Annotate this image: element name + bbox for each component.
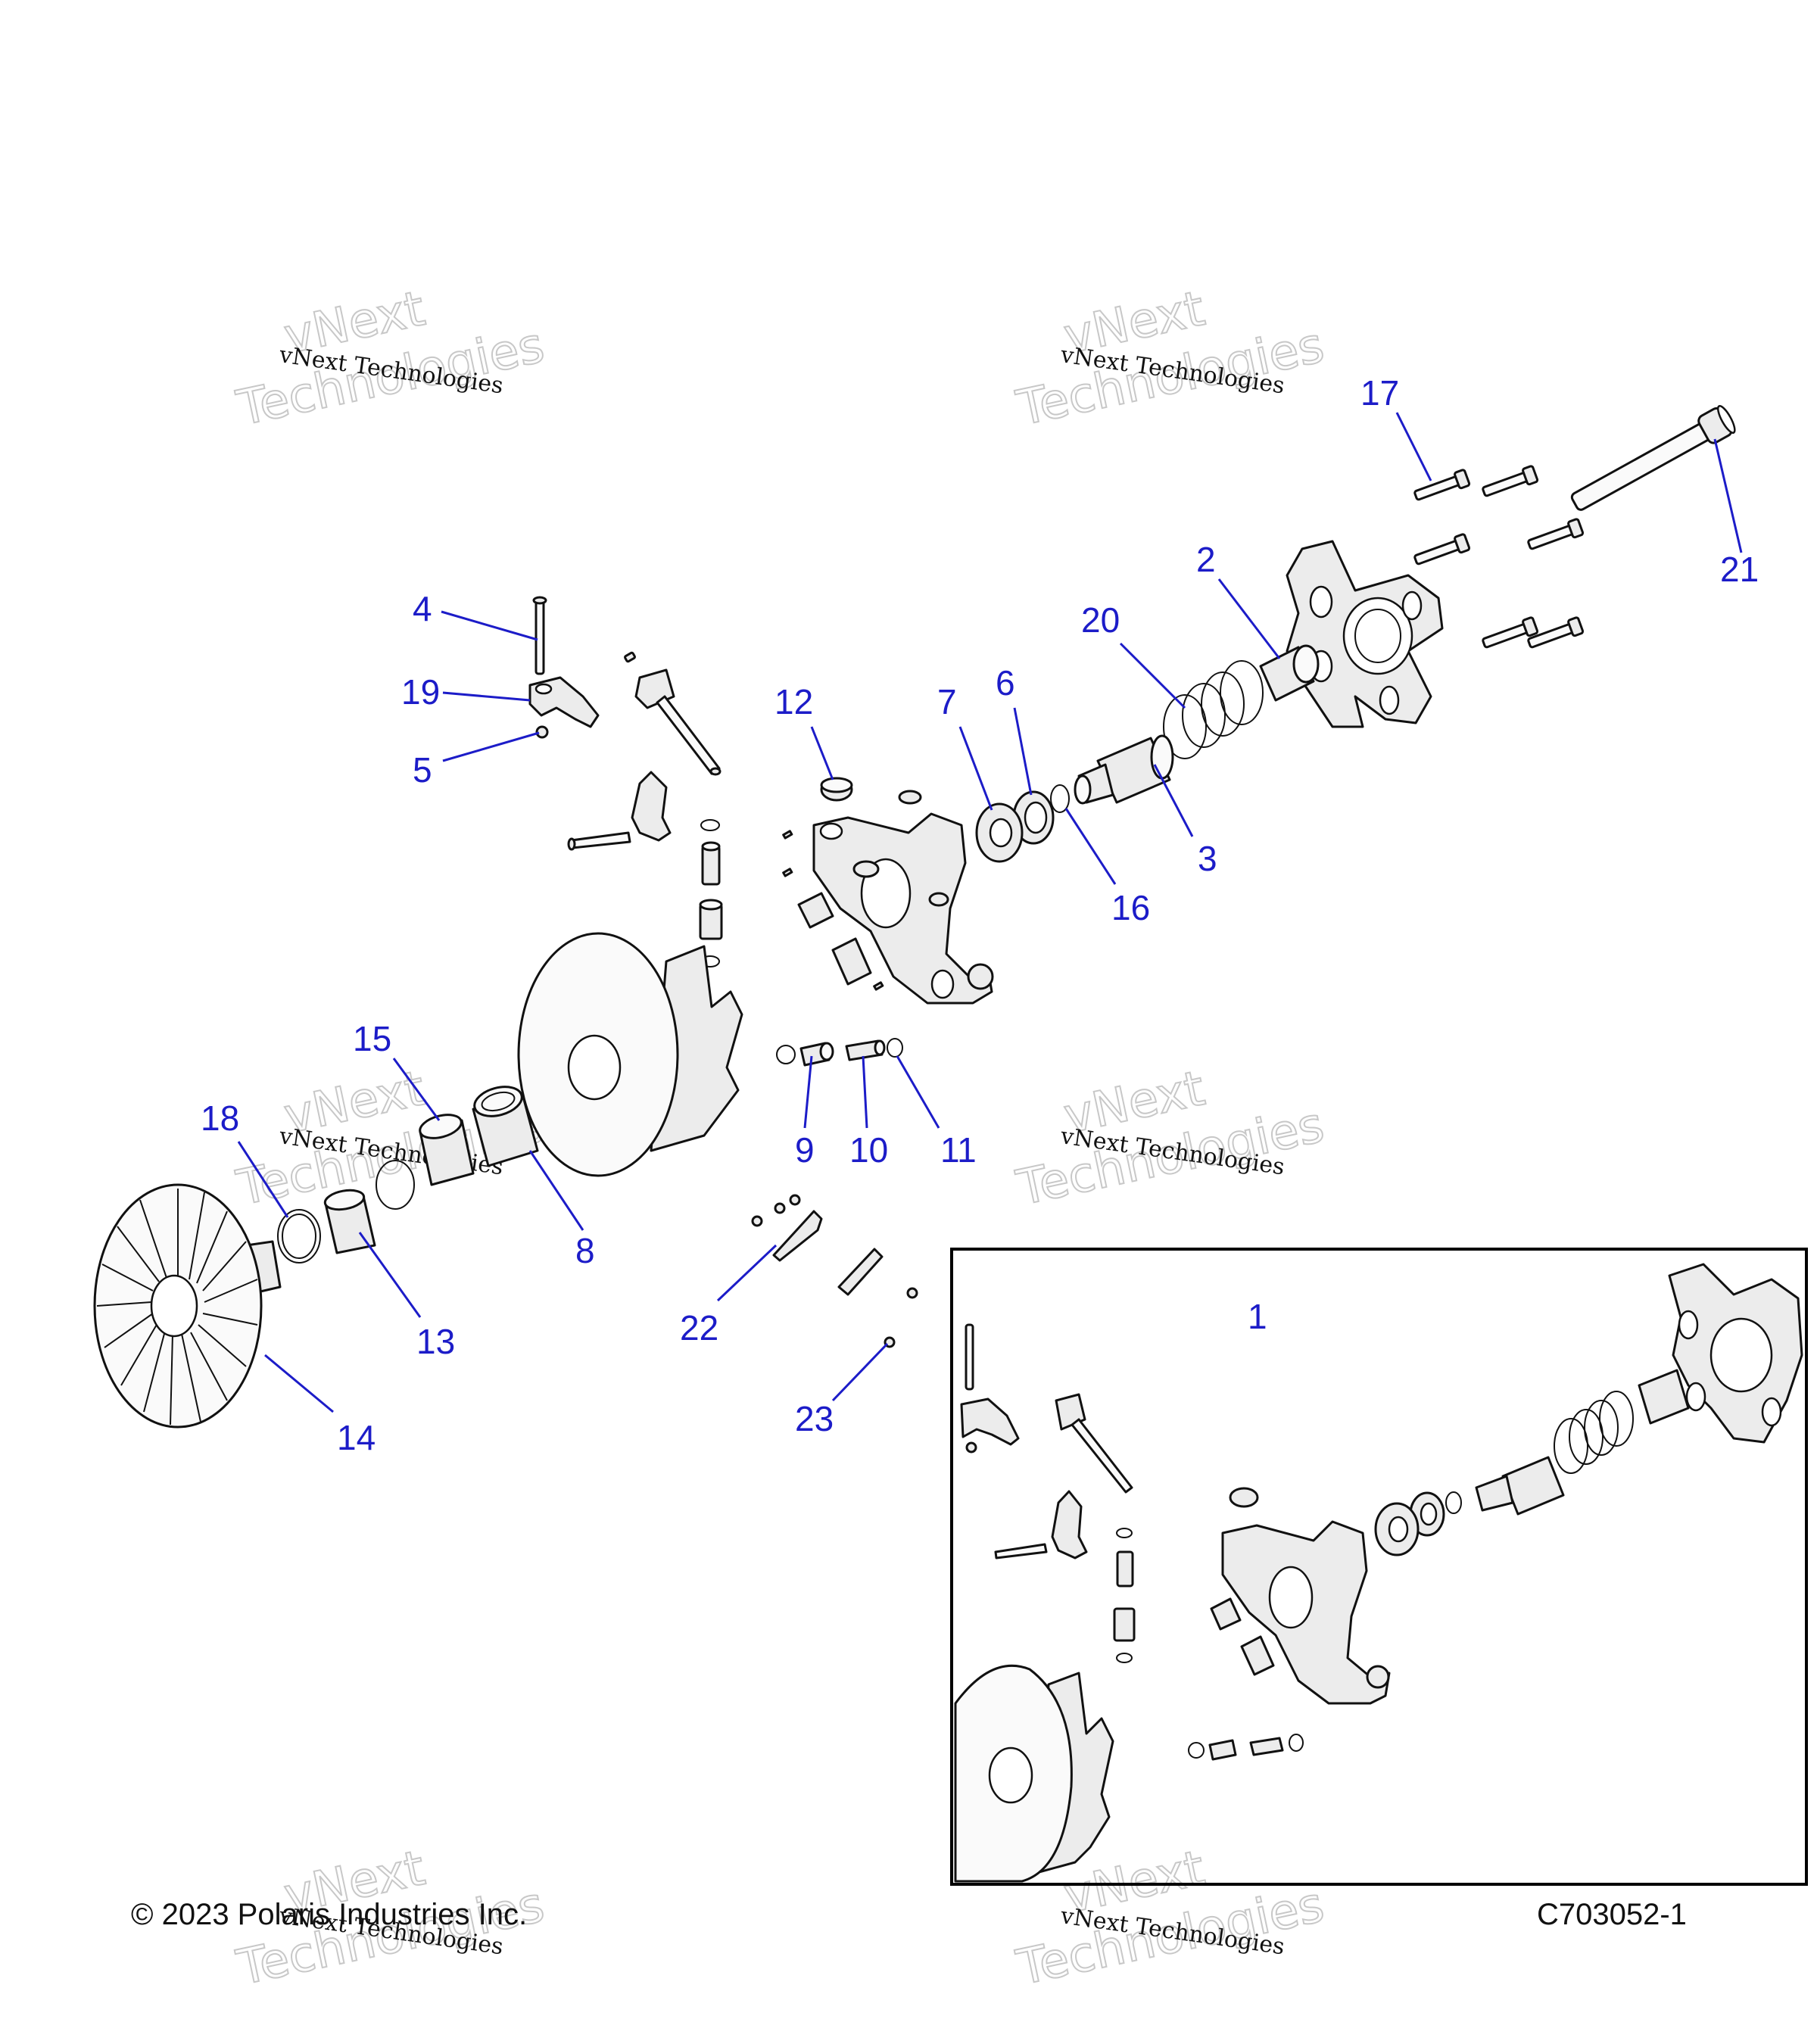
callout-21: 21 <box>1720 550 1759 589</box>
callout-4: 4 <box>413 589 432 628</box>
leader-14 <box>264 1354 334 1413</box>
callout-5: 5 <box>413 750 432 790</box>
part-pin-stack <box>699 819 723 967</box>
part-arm-bolt <box>567 771 672 851</box>
leader-19 <box>442 691 531 702</box>
leader-21 <box>1713 438 1743 553</box>
callout-16: 16 <box>1111 888 1150 927</box>
callout-19: 19 <box>401 672 440 712</box>
leader-22 <box>716 1244 778 1302</box>
part-spider-housing <box>812 790 994 1005</box>
callout-7: 7 <box>937 682 957 721</box>
part-moveable-sheave <box>517 932 743 1177</box>
leader-4 <box>441 610 538 641</box>
callout-20: 20 <box>1081 600 1120 640</box>
leader-17 <box>1395 412 1432 481</box>
part-18-ring <box>277 1209 321 1263</box>
part-2-bushing <box>1259 644 1320 702</box>
leader-20 <box>1119 642 1186 709</box>
leader-16 <box>1064 808 1117 885</box>
part-4-pin <box>532 596 547 675</box>
callout-13: 13 <box>416 1322 455 1361</box>
part-10-pin <box>845 1039 886 1061</box>
leader-12 <box>810 726 834 781</box>
part-21-long-bolt <box>1570 404 1736 511</box>
callout-22: 22 <box>680 1308 718 1348</box>
leader-13 <box>358 1232 422 1318</box>
leader-11 <box>896 1055 940 1129</box>
leader-15 <box>392 1058 441 1121</box>
part-12-cap <box>820 777 853 802</box>
part-22-plate <box>751 1194 823 1262</box>
leader-lines <box>237 412 1743 1413</box>
leader-8 <box>528 1150 584 1231</box>
callout-11: 11 <box>940 1130 977 1170</box>
part-20-spring <box>1163 660 1264 759</box>
part-13-bushing <box>323 1189 376 1254</box>
part-7-washer <box>975 802 1024 863</box>
part-14-fixed-sheave <box>93 1183 282 1429</box>
part-rollers <box>782 830 884 991</box>
part-5-nut <box>535 725 549 739</box>
part-ring-2 <box>376 1160 415 1210</box>
callout-2: 2 <box>1196 540 1216 579</box>
callout-18: 18 <box>201 1098 239 1138</box>
leader-9 <box>803 1055 813 1129</box>
leader-18 <box>237 1141 289 1218</box>
part-16-oring <box>1050 784 1070 813</box>
part-8-bushing <box>472 1086 539 1167</box>
callout-23: 23 <box>795 1399 834 1438</box>
callout-17: 17 <box>1360 373 1399 413</box>
leader-10 <box>862 1055 868 1129</box>
callout-14: 14 <box>337 1418 376 1457</box>
callout-3: 3 <box>1198 839 1217 878</box>
callout-1: 1 <box>1248 1297 1267 1336</box>
callout-10: 10 <box>849 1130 888 1170</box>
callout-labels: 17 21 2 20 6 7 12 3 16 4 19 5 9 10 11 1 … <box>201 373 1759 1457</box>
part-weight-pin <box>624 651 722 776</box>
part-19-arm <box>528 676 600 728</box>
leader-7 <box>958 726 993 811</box>
drawing-number: C703052-1 <box>1537 1898 1687 1931</box>
callout-12: 12 <box>774 682 813 721</box>
part-3-shaft <box>1074 734 1174 805</box>
callout-15: 15 <box>353 1019 391 1058</box>
leader-3 <box>1153 764 1194 837</box>
part-9-bushing <box>776 1042 834 1067</box>
callout-8: 8 <box>575 1231 595 1270</box>
leader-6 <box>1013 707 1033 796</box>
leader-5 <box>442 731 540 762</box>
copyright-text: © 2023 Polaris Industries Inc. <box>131 1898 528 1931</box>
leader-23 <box>831 1342 889 1402</box>
callout-9: 9 <box>795 1130 815 1170</box>
part-23-plate-nuts <box>837 1248 918 1348</box>
part-spider-plate <box>1286 540 1444 728</box>
part-17-bolts <box>1413 465 1585 649</box>
part-15-bushing <box>419 1114 475 1186</box>
inset-frame <box>950 1248 1808 1886</box>
inset-assembly <box>954 1263 1803 1883</box>
part-6-washer <box>1012 790 1055 845</box>
callout-6: 6 <box>996 663 1015 703</box>
leader-2 <box>1217 578 1281 659</box>
part-11-oring <box>887 1038 903 1058</box>
